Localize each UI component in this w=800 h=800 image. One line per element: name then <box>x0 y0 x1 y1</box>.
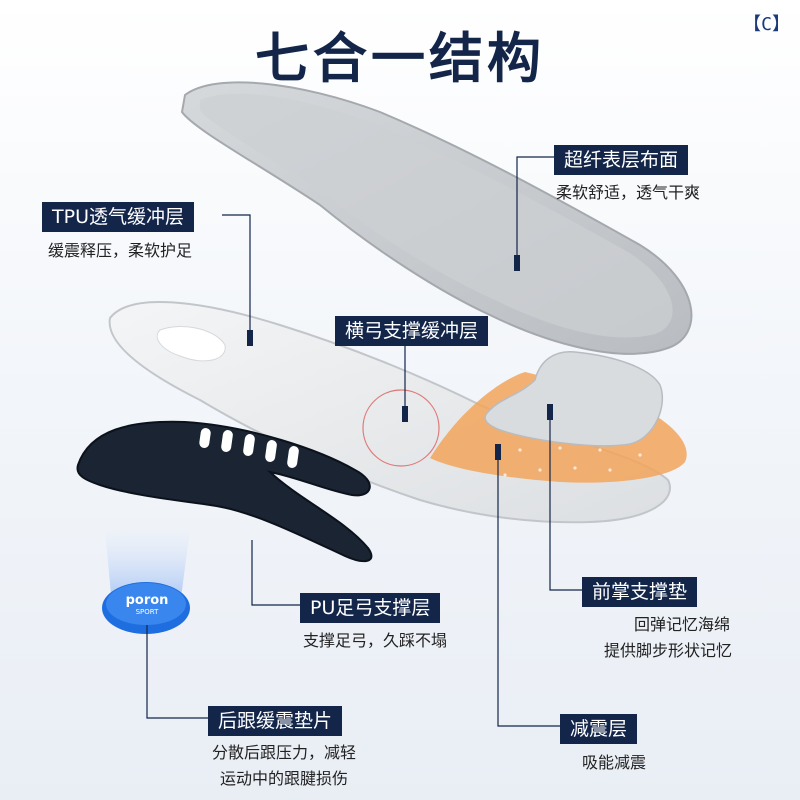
microfiber-top-inner <box>200 93 673 338</box>
desc-tpu-layer: 缓震释压，柔软护足 <box>48 241 193 260</box>
desc-shock-layer: 吸能减震 <box>582 753 647 772</box>
heel-cutout <box>156 326 226 362</box>
desc-forefoot-pad-1: 回弹记忆海绵 <box>633 615 730 634</box>
pad-logo-brand: poron <box>125 593 169 608</box>
label-transverse-arch: 横弓支撑缓冲层 <box>335 316 489 346</box>
desc-forefoot-pad-2: 提供脚步形状记忆 <box>603 641 732 660</box>
forefoot-pad <box>484 351 664 447</box>
label-forefoot-pad: 前掌支撑垫 <box>582 577 698 607</box>
label-microfiber-top: 超纤表层布面 <box>554 145 689 175</box>
desc-pu-arch: 支撑足弓，久踩不塌 <box>303 631 448 650</box>
transverse-arch-circle <box>362 389 440 467</box>
corner-mark: 【C】 <box>743 14 790 35</box>
desc-heel-pad-2: 运动中的跟腱损伤 <box>220 769 349 788</box>
pad-logo-sub: SPORT <box>135 608 159 616</box>
label-shock-layer: 减震层 <box>560 714 638 744</box>
desc-microfiber-top: 柔软舒适，透气干爽 <box>556 183 701 202</box>
label-tpu-layer: TPU透气缓冲层 <box>42 202 194 232</box>
desc-heel-pad-1: 分散后跟压力，减轻 <box>212 743 357 762</box>
label-pu-arch: PU足弓支撑层 <box>300 593 441 623</box>
page-title: 七合一结构 <box>255 27 545 90</box>
pad-logo: poron SPORT <box>112 593 182 617</box>
label-heel-pad: 后跟缓震垫片 <box>208 706 343 736</box>
